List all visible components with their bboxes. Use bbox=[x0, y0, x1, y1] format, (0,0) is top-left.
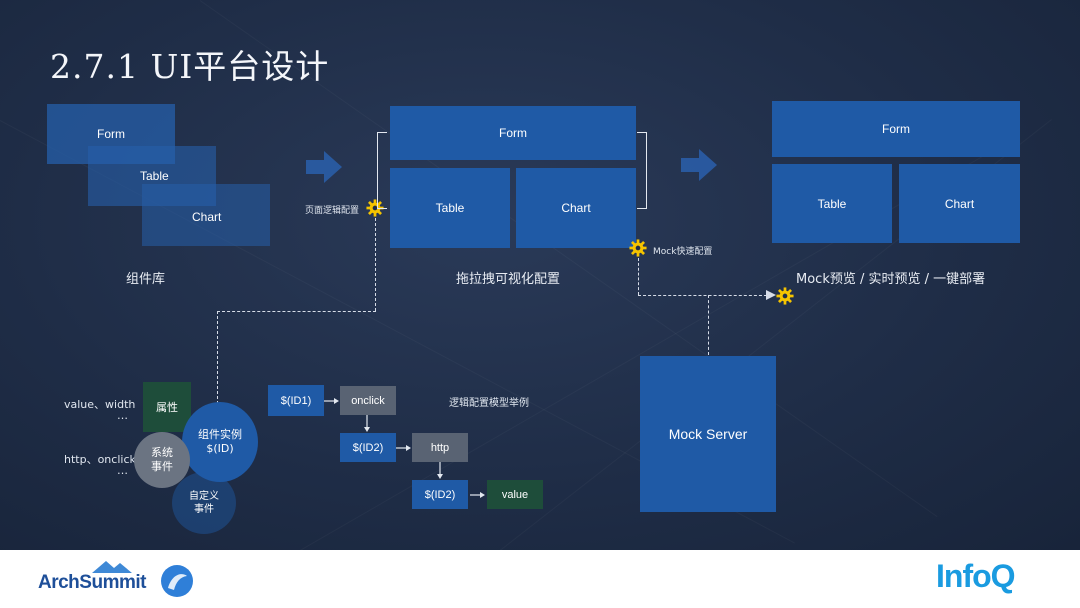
arrow-right-icon bbox=[396, 445, 411, 451]
page-title: 2.7.1 UI平台设计 bbox=[50, 47, 330, 86]
preview-form-label: Form bbox=[882, 122, 910, 136]
gear-icon[interactable] bbox=[776, 287, 794, 305]
arrow-right-icon bbox=[681, 149, 717, 181]
footer: ArchSummit InfoQ bbox=[0, 550, 1080, 608]
attr-box[interactable]: 属性 bbox=[143, 382, 191, 432]
mountain-logo-icon bbox=[92, 561, 132, 573]
id2-box[interactable]: $(ID2) bbox=[340, 433, 396, 462]
id1-box[interactable]: $(ID1) bbox=[268, 385, 324, 416]
config-chart-box[interactable]: Chart bbox=[516, 168, 636, 248]
arrow-down-icon bbox=[364, 415, 370, 432]
connector-line bbox=[375, 218, 376, 311]
bracket-left bbox=[377, 132, 387, 209]
events-ellipsis: … bbox=[117, 464, 128, 477]
connector-line bbox=[638, 258, 639, 295]
arrow-down-icon bbox=[437, 462, 443, 479]
system-event-label: 系统 事件 bbox=[151, 445, 173, 473]
slide: 2.7.1 UI平台设计 Form Table Chart 组件库 页面逻辑配置… bbox=[0, 0, 1080, 550]
preview-chart-label: Chart bbox=[944, 196, 975, 211]
library-caption: 组件库 bbox=[126, 272, 166, 287]
mock-config-label: Mock快速配置 bbox=[653, 247, 713, 257]
config-table-label: Table bbox=[435, 201, 465, 215]
gear-icon[interactable] bbox=[629, 239, 647, 257]
instance-label: 组件实例 $(ID) bbox=[198, 427, 242, 455]
arrow-head-icon bbox=[766, 290, 776, 300]
instance-circle[interactable]: 组件实例 $(ID) bbox=[182, 402, 258, 482]
page-logic-label: 页面逻辑配置 bbox=[305, 206, 360, 216]
value-box[interactable]: value bbox=[487, 480, 543, 509]
library-chart-label: Chart bbox=[192, 210, 222, 224]
preview-form-box[interactable]: Form bbox=[772, 101, 1020, 157]
library-form-label: Form bbox=[97, 127, 125, 141]
config-table-box[interactable]: Table bbox=[390, 168, 510, 248]
preview-chart-box[interactable]: Chart bbox=[899, 164, 1020, 243]
preview-table-box[interactable]: Table bbox=[772, 164, 892, 243]
value-label: value bbox=[501, 488, 529, 501]
visual-config-caption: 拖拉拽可视化配置 bbox=[456, 272, 561, 287]
archsummit-logo: ArchSummit bbox=[38, 572, 146, 593]
id2b-box[interactable]: $(ID2) bbox=[412, 480, 468, 509]
config-chart-label: Chart bbox=[561, 201, 591, 215]
onclick-label: onclick bbox=[351, 394, 385, 407]
logic-example-caption: 逻辑配置模型举例 bbox=[449, 398, 529, 409]
connector-line bbox=[708, 295, 709, 355]
id2-label: $(ID2) bbox=[352, 441, 384, 454]
custom-event-circle[interactable]: 自定义 事件 bbox=[172, 472, 236, 534]
library-chart-box[interactable]: Chart bbox=[142, 184, 270, 246]
props-ellipsis: … bbox=[117, 409, 128, 422]
preview-table-label: Table bbox=[817, 196, 847, 211]
connector-line bbox=[217, 311, 376, 312]
props-text: value、width bbox=[64, 398, 136, 411]
mock-server-box[interactable]: Mock Server bbox=[640, 356, 776, 512]
config-form-box[interactable]: Form bbox=[390, 106, 636, 160]
config-form-label: Form bbox=[499, 126, 527, 140]
infoq-logo: InfoQ bbox=[936, 558, 1016, 594]
http-box[interactable]: http bbox=[412, 433, 468, 462]
bracket-right bbox=[637, 132, 647, 209]
attr-label: 属性 bbox=[156, 402, 178, 414]
library-table-label: Table bbox=[140, 169, 169, 183]
system-event-circle[interactable]: 系统 事件 bbox=[134, 432, 190, 488]
http-label: http bbox=[430, 441, 450, 454]
onclick-box[interactable]: onclick bbox=[340, 386, 396, 415]
arrow-right-icon bbox=[470, 492, 485, 498]
arrow-right-icon bbox=[306, 151, 342, 183]
connector-line bbox=[638, 295, 772, 296]
preview-caption: Mock预览 / 实时预览 / 一键部署 bbox=[796, 272, 986, 287]
mock-server-label: Mock Server bbox=[668, 426, 748, 442]
partner-logo-icon bbox=[161, 565, 193, 597]
events-text: http、onclick bbox=[64, 453, 136, 466]
arrow-right-icon bbox=[324, 398, 339, 404]
id2b-label: $(ID2) bbox=[424, 488, 456, 501]
connector-line bbox=[217, 311, 218, 404]
id1-label: $(ID1) bbox=[280, 394, 312, 407]
custom-event-label: 自定义 事件 bbox=[189, 491, 219, 515]
